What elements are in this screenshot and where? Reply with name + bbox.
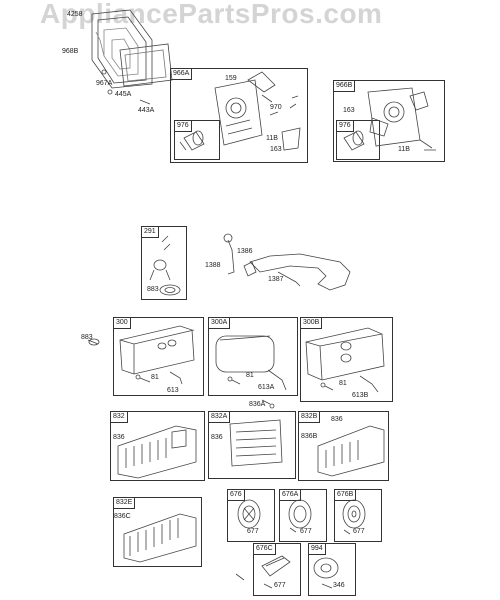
deflector-676C-drawing[interactable]	[262, 556, 290, 576]
heat-shield-832A-drawing[interactable]	[230, 420, 282, 466]
group-box-994[interactable]: 994	[308, 543, 356, 596]
callout-81-c[interactable]: 81	[339, 380, 347, 387]
muffler-300-drawing[interactable]	[120, 326, 194, 384]
callout-836B[interactable]: 836B	[301, 433, 318, 440]
group-label-676C: 676C	[254, 544, 276, 555]
oil-fill-tube-drawing[interactable]	[224, 234, 350, 290]
group-label-832B: 832B	[299, 412, 321, 423]
callout-445A[interactable]: 445A	[115, 91, 132, 98]
group-label-676B: 676B	[335, 490, 357, 501]
callout-883-a[interactable]: 883	[147, 286, 159, 293]
callout-1387[interactable]: 1387	[268, 276, 284, 283]
group-box-976-b[interactable]: 976	[336, 120, 380, 160]
callout-11B-b[interactable]: 11B	[398, 146, 410, 153]
callout-163-b[interactable]: 163	[343, 107, 355, 114]
air-filter-housing-drawing[interactable]	[92, 10, 172, 104]
spark-arrestor-676B-drawing[interactable]	[343, 500, 365, 528]
callout-677-b[interactable]: 677	[300, 528, 312, 535]
group-label-300: 300	[114, 318, 131, 329]
group-label-291: 291	[142, 227, 159, 238]
callout-967A[interactable]: 967A	[96, 80, 113, 87]
callout-1386[interactable]: 1386	[237, 248, 253, 255]
group-label-976-b: 976	[337, 121, 354, 132]
callout-346[interactable]: 346	[333, 582, 345, 589]
group-label-976-a: 976	[175, 121, 192, 132]
carburetor-966A-drawing[interactable]	[215, 72, 300, 150]
choke-976-a-drawing[interactable]	[180, 131, 204, 150]
callout-81-a[interactable]: 81	[151, 374, 159, 381]
callout-11B-a[interactable]: 11B	[266, 135, 278, 142]
callout-677-c[interactable]: 677	[353, 528, 365, 535]
group-label-832E: 832E	[114, 498, 136, 509]
carburetor-966B-drawing[interactable]	[368, 88, 436, 150]
group-box-300[interactable]: 300	[113, 317, 204, 396]
spark-arrestor-676A-drawing[interactable]	[289, 500, 311, 528]
spark-arrestor-676-drawing[interactable]	[238, 500, 260, 528]
group-label-676: 676	[228, 490, 245, 501]
callout-4258[interactable]: 4258	[67, 11, 83, 18]
group-label-966A: 966A	[171, 69, 193, 80]
group-box-976-a[interactable]: 976	[174, 120, 220, 160]
callout-836A[interactable]: 836A	[249, 401, 266, 408]
group-label-994: 994	[309, 544, 326, 555]
callout-159[interactable]: 159	[225, 75, 237, 82]
callout-677-a[interactable]: 677	[247, 528, 259, 535]
deflector-994-drawing[interactable]	[314, 558, 338, 578]
callout-970[interactable]: 970	[270, 104, 282, 111]
callout-613B[interactable]: 613B	[352, 392, 369, 399]
group-label-832: 832	[111, 412, 128, 423]
group-label-300A: 300A	[209, 318, 231, 329]
muffler-300A-drawing[interactable]	[216, 336, 286, 390]
group-box-676A[interactable]: 676A	[279, 489, 327, 542]
spark-plug-291-drawing[interactable]	[150, 236, 180, 295]
callout-163-a[interactable]: 163	[270, 146, 282, 153]
group-box-832B[interactable]: 832B	[298, 411, 389, 481]
group-box-676C[interactable]: 676C	[253, 543, 301, 596]
callout-836-b[interactable]: 836	[211, 434, 223, 441]
group-box-832[interactable]: 832	[110, 411, 205, 481]
callout-677-d[interactable]: 677	[274, 582, 286, 589]
group-box-300A[interactable]: 300A	[208, 317, 298, 396]
group-label-966B: 966B	[334, 81, 356, 92]
callout-836-a[interactable]: 836	[113, 434, 125, 441]
group-box-966A[interactable]: 966A	[170, 68, 308, 163]
callout-443A[interactable]: 443A	[138, 107, 155, 114]
muffler-300B-drawing[interactable]	[306, 328, 384, 392]
heat-shield-832E-drawing[interactable]	[124, 514, 196, 562]
callout-613A[interactable]: 613A	[258, 384, 275, 391]
group-box-832A[interactable]: 832A	[208, 411, 296, 479]
group-box-291[interactable]: 291	[141, 226, 187, 300]
callout-836C[interactable]: 836C	[114, 513, 131, 520]
callout-883-b[interactable]: 883	[81, 334, 93, 341]
group-box-676[interactable]: 676	[227, 489, 275, 542]
heat-shield-832-drawing[interactable]	[118, 426, 196, 478]
group-label-676A: 676A	[280, 490, 302, 501]
choke-976-b-drawing[interactable]	[344, 131, 364, 150]
group-box-300B[interactable]: 300B	[300, 317, 393, 402]
callout-1388[interactable]: 1388	[205, 262, 221, 269]
callout-836-c[interactable]: 836	[331, 416, 343, 423]
callout-81-b[interactable]: 81	[246, 372, 254, 379]
group-box-676B[interactable]: 676B	[334, 489, 382, 542]
group-box-966B[interactable]: 966B	[333, 80, 445, 162]
watermark-text: AppliancePartsPros.com	[40, 0, 383, 29]
group-label-832A: 832A	[209, 412, 231, 423]
group-label-300B: 300B	[301, 318, 323, 329]
callout-613[interactable]: 613	[167, 387, 179, 394]
heat-shield-832B-drawing[interactable]	[318, 426, 384, 476]
fasteners-drawing	[88, 339, 350, 588]
group-box-832E[interactable]: 832E	[113, 497, 202, 567]
callout-968B[interactable]: 968B	[62, 48, 79, 55]
